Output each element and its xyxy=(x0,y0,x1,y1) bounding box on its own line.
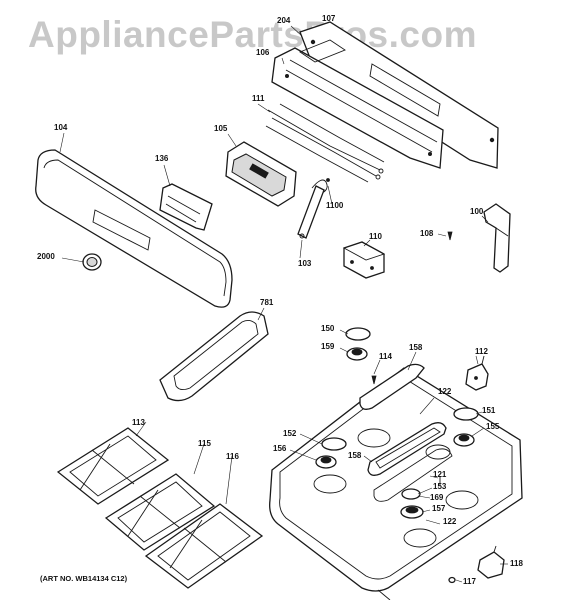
callout-117: 117 xyxy=(463,577,476,586)
part-111-wire-harness[interactable] xyxy=(265,103,385,183)
part-157-burner[interactable] xyxy=(400,505,424,519)
callout-116: 116 xyxy=(226,452,239,461)
part-117-clip[interactable] xyxy=(448,576,456,584)
callout-781: 781 xyxy=(260,298,274,307)
callout-2000: 2000 xyxy=(37,252,55,261)
callout-158-lower: 158 xyxy=(348,451,362,460)
callout-150: 150 xyxy=(321,324,335,333)
callout-100: 100 xyxy=(470,207,484,216)
callout-110: 110 xyxy=(369,232,382,241)
part-169-cap[interactable] xyxy=(401,488,421,500)
cooktop-main-top[interactable] xyxy=(269,367,523,600)
part-136-overlay[interactable] xyxy=(159,183,213,231)
callout-118: 118 xyxy=(510,559,523,568)
callout-122-upper: 122 xyxy=(438,387,452,396)
part-110-relay[interactable] xyxy=(342,241,386,279)
part-112-switch[interactable] xyxy=(465,355,489,391)
part-158-burner-plate-upper[interactable] xyxy=(359,363,425,410)
part-118-valve[interactable] xyxy=(477,545,505,579)
callout-107: 107 xyxy=(322,14,336,23)
callout-155: 155 xyxy=(486,422,500,431)
callout-108: 108 xyxy=(420,229,434,238)
part-105-electronic-control[interactable] xyxy=(225,141,297,207)
part-104-control-panel[interactable] xyxy=(35,149,233,308)
part-156-burner[interactable] xyxy=(315,455,337,469)
callout-153: 153 xyxy=(433,482,447,491)
part-155-burner[interactable] xyxy=(453,433,475,447)
callout-leader-lines xyxy=(59,25,508,583)
callout-156: 156 xyxy=(273,444,287,453)
callout-114: 114 xyxy=(379,352,392,361)
callout-158-upper: 158 xyxy=(409,343,423,352)
art-number-caption: (ART NO. WB14134 C12) xyxy=(40,574,128,583)
callout-103: 103 xyxy=(298,259,312,268)
part-150-cap[interactable] xyxy=(345,327,371,341)
part-116-grate[interactable] xyxy=(144,503,264,589)
part-108-screw[interactable] xyxy=(447,231,453,241)
callout-106: 106 xyxy=(256,48,270,57)
part-100-side-bracket[interactable] xyxy=(483,203,511,273)
part-158-burner-plate-lower[interactable] xyxy=(373,448,453,502)
callout-136: 136 xyxy=(155,154,169,163)
callout-169: 169 xyxy=(430,493,444,502)
part-113-grate[interactable] xyxy=(56,427,170,505)
part-159-burner[interactable] xyxy=(346,347,368,361)
callout-111: 111 xyxy=(252,94,265,103)
part-152-cap[interactable] xyxy=(321,437,347,451)
callout-121: 121 xyxy=(433,470,447,479)
part-115-grate[interactable] xyxy=(104,473,216,551)
callout-152: 152 xyxy=(283,429,297,438)
part-122-center-burner[interactable] xyxy=(367,422,447,476)
callout-113: 113 xyxy=(132,418,145,427)
callout-1100: 1100 xyxy=(326,201,344,210)
callout-159: 159 xyxy=(321,342,335,351)
callout-151: 151 xyxy=(482,406,496,415)
part-781-griddle[interactable] xyxy=(159,311,269,402)
callout-122-lower: 122 xyxy=(443,517,457,526)
part-151-cap[interactable] xyxy=(453,407,479,421)
callout-105: 105 xyxy=(214,124,228,133)
callout-112: 112 xyxy=(475,347,488,356)
part-1100-wire[interactable] xyxy=(311,178,330,195)
part-2000-knob[interactable] xyxy=(82,253,102,271)
callout-157: 157 xyxy=(432,504,446,513)
part-114-screw[interactable] xyxy=(371,375,377,385)
callout-115: 115 xyxy=(198,439,211,448)
callout-104: 104 xyxy=(54,123,68,132)
part-103-bracket[interactable] xyxy=(297,185,325,239)
callout-204: 204 xyxy=(277,16,291,25)
part-106-backsplash[interactable] xyxy=(271,39,444,169)
